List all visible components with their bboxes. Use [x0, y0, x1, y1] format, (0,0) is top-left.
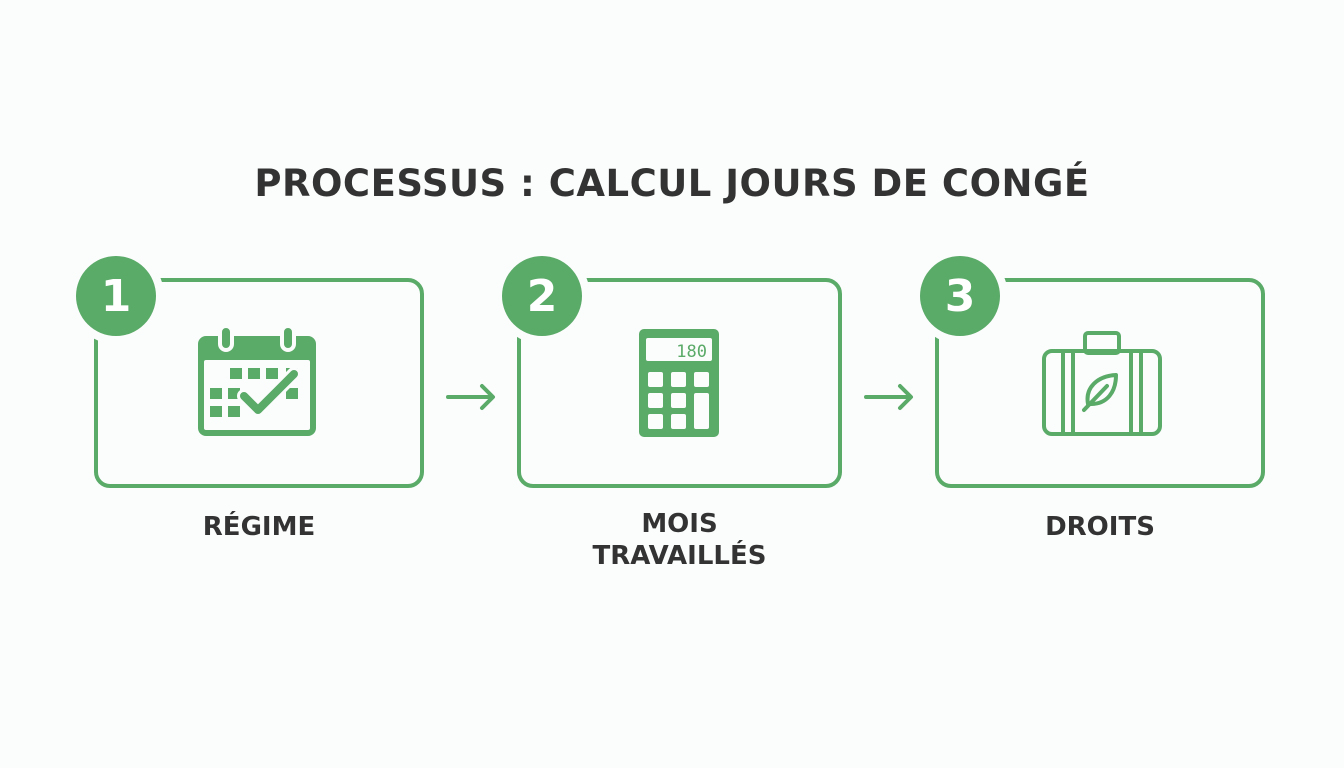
calculator-display: 180 — [676, 342, 707, 362]
step-3-badge: 3 — [920, 256, 1000, 336]
step-1-badge: 1 — [76, 256, 156, 336]
diagram-title: PROCESSUS : CALCUL JOURS DE CONGÉ — [254, 162, 1090, 205]
suitcase-leaf-icon — [1042, 331, 1162, 436]
calendar-check-icon — [198, 326, 316, 436]
step-3-label: DROITS — [1045, 512, 1155, 542]
step-2-label-line1: MOIS — [641, 509, 718, 539]
step-2-label: MOIS TRAVAILLÉS — [517, 508, 842, 572]
step-2-badge: 2 — [502, 256, 582, 336]
step-2-card — [517, 278, 842, 488]
arrow-right-icon — [446, 384, 495, 410]
step-2-label-line2: TRAVAILLÉS — [592, 541, 767, 571]
step-1-label: RÉGIME — [202, 512, 316, 542]
step-3-card — [935, 278, 1265, 488]
calculator-icon: 180 — [639, 329, 719, 437]
step-1-card — [94, 278, 424, 488]
arrow-right-icon — [864, 384, 913, 410]
